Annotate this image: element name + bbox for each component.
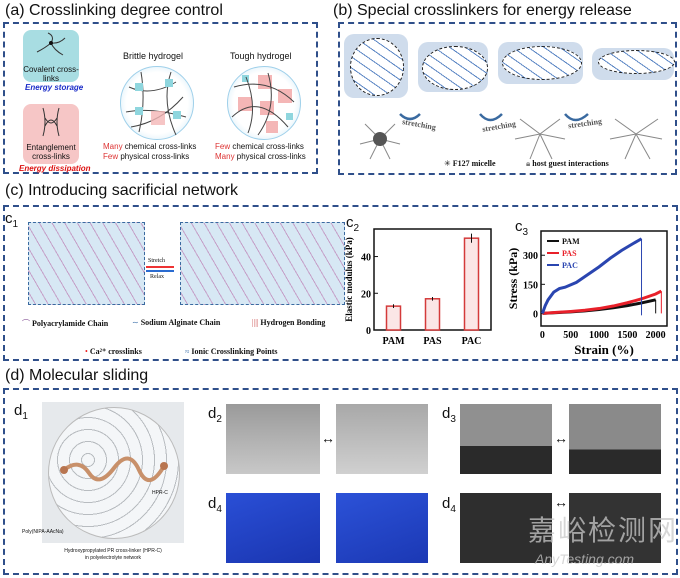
d2-label: d2 — [208, 405, 222, 425]
brittle-title: Brittle hydrogel — [123, 51, 184, 61]
x-tick-label: 500 — [563, 330, 578, 341]
panel-d-box — [3, 388, 678, 575]
brittle-hydrogel-diagram — [120, 66, 194, 140]
d2-photo-relaxed — [226, 404, 320, 474]
d4-photo-knotted — [226, 493, 320, 563]
energy-storage-caption: Energy storage — [25, 83, 84, 92]
series-line-pas — [542, 289, 663, 315]
entanglement-icon — [42, 107, 60, 137]
micelle-diagrams — [359, 113, 663, 160]
y-tick-label: 150 — [523, 280, 538, 291]
d3-arrow-icon: ↔ — [554, 430, 568, 446]
legend-alginate: ∼ Sodium Alginate Chain — [132, 318, 221, 327]
relax-arrow-icon — [146, 270, 174, 272]
d4-photo-cut-after — [569, 493, 661, 563]
d1-caption: Hydroxypropylated PR cross-linker (HPR-C… — [64, 548, 162, 561]
panel-c-title: (c) Introducing sacrificial network — [5, 182, 238, 199]
legend-f127-micelle: ✳ F127 micelle — [444, 159, 496, 168]
legend-hydrogen-bonding: |||| Hydrogen Bonding — [252, 318, 326, 327]
x-tick-label: 0 — [540, 330, 545, 341]
tough-title: Tough hydrogel — [230, 51, 292, 61]
lock-icon: 🔒︎ — [526, 159, 531, 168]
y-axis-label: Stress (kPa) — [506, 248, 520, 309]
network-stage-1 — [350, 38, 404, 96]
series-line-pac — [541, 237, 643, 314]
tough-line-1: Few chemical cross-links — [215, 142, 304, 151]
network-stage-3 — [502, 46, 582, 80]
y-tick-label: 0 — [533, 309, 538, 320]
energy-dissipation-caption: Energy dissipation — [19, 164, 91, 173]
d4-photo-cut-before — [460, 493, 552, 563]
legend-polyacrylamide: ⌒ Polyacrylamide Chain — [22, 319, 109, 328]
covalent-crosslink-tile: Covalent cross-links — [23, 30, 79, 83]
c1-label: c1 — [5, 210, 19, 230]
panel-b-box: stretching stretching stretching ✳ F127 … — [338, 22, 677, 175]
legend-ionic-points: ≈ Ionic Crosslinking Points — [185, 347, 278, 356]
legend-label-pas: PAS — [562, 249, 577, 258]
bar-pac — [463, 237, 480, 331]
legend-ca-crosslinks: • Ca²⁺ crosslinks — [85, 347, 142, 356]
covalent-label: Covalent cross-links — [23, 65, 79, 83]
panel-a-title: (a) Crosslinking degree control — [5, 2, 223, 19]
y-tick-label: 0 — [366, 326, 371, 337]
x-tick-label: PAS — [423, 336, 442, 347]
d1-label: d1 — [14, 402, 28, 422]
watermark-cn: 嘉峪检测网 — [528, 515, 679, 546]
panel-c-box — [3, 205, 678, 361]
entanglement-crosslink-tile: Entanglement cross-links — [23, 104, 79, 164]
c2-label: c2 — [346, 214, 360, 234]
network-stage-4 — [598, 50, 675, 74]
micelle-icon: ✳ — [444, 159, 451, 168]
stretch-label: Stretch — [148, 258, 165, 264]
hpr-c-label: HPR-C — [152, 490, 168, 496]
legend-label-pac: PAC — [562, 261, 578, 270]
relax-label: Relax — [150, 274, 164, 280]
y-tick-label: 300 — [523, 251, 538, 262]
bar-pam — [385, 305, 402, 331]
tough-line-2: Many physical cross-links — [215, 152, 306, 161]
d1-image-bg — [42, 402, 184, 543]
brittle-line-2: Few physical cross-links — [103, 152, 190, 161]
d4-arrow-icon: ↔ — [554, 494, 568, 510]
panel-b-title: (b) Special crosslinkers for energy rele… — [333, 2, 632, 19]
d4-label-left: d4 — [208, 495, 222, 515]
panel-d-title: (d) Molecular sliding — [5, 367, 149, 384]
d2-photo-stretched — [336, 404, 428, 474]
watermark-en: AnyTesting.com — [535, 551, 635, 567]
hpr-c-network-diagram — [48, 407, 180, 539]
x-tick-label: 1500 — [617, 330, 637, 341]
d2-arrow-icon: ↔ — [321, 430, 335, 446]
y-tick-label: 20 — [361, 289, 371, 300]
y-tick-label: 40 — [361, 253, 371, 264]
legend-label-pam: PAM — [562, 237, 580, 246]
x-tick-label: PAM — [382, 336, 405, 347]
d3-label: d3 — [442, 405, 456, 425]
x-tick-label: PAC — [462, 336, 482, 347]
c1-network-stretched — [180, 222, 345, 305]
d3-photo-before — [460, 404, 552, 474]
d4-label-right: d4 — [442, 495, 456, 515]
stress-strain-chart: 0 150 300 0 500 1000 1500 2000 PAM PAS PAC Strain (… — [506, 230, 668, 357]
x-tick-label: 1000 — [589, 330, 609, 341]
stretch-arrow-icon — [146, 266, 174, 268]
plot-frame — [540, 230, 668, 327]
d4-photo-stretched — [336, 493, 428, 563]
y-axis-label: Elastic modulus (kPa) — [344, 237, 354, 322]
entanglement-label: Entanglement cross-links — [26, 143, 76, 161]
legend-host-guest: 🔒︎ host guest interactions — [526, 159, 609, 168]
tough-hydrogel-diagram — [227, 66, 301, 140]
d3-photo-compressed — [569, 404, 661, 474]
c1-network-relaxed — [28, 222, 145, 305]
c3-label: c3 — [515, 218, 529, 238]
brittle-line-1: Many chemical cross-links — [103, 142, 197, 151]
x-tick-label: 2000 — [646, 330, 666, 341]
bar-pas — [424, 298, 441, 331]
panel-a-box: Covalent cross-links Energy storage Enta… — [3, 22, 318, 174]
network-stage-2 — [422, 46, 488, 90]
covalent-crosslink-icon — [36, 32, 66, 56]
x-axis-label: Strain (%) — [574, 342, 634, 357]
poly-nipa-label: Poly(NIPA-AAcNa) — [22, 529, 64, 535]
